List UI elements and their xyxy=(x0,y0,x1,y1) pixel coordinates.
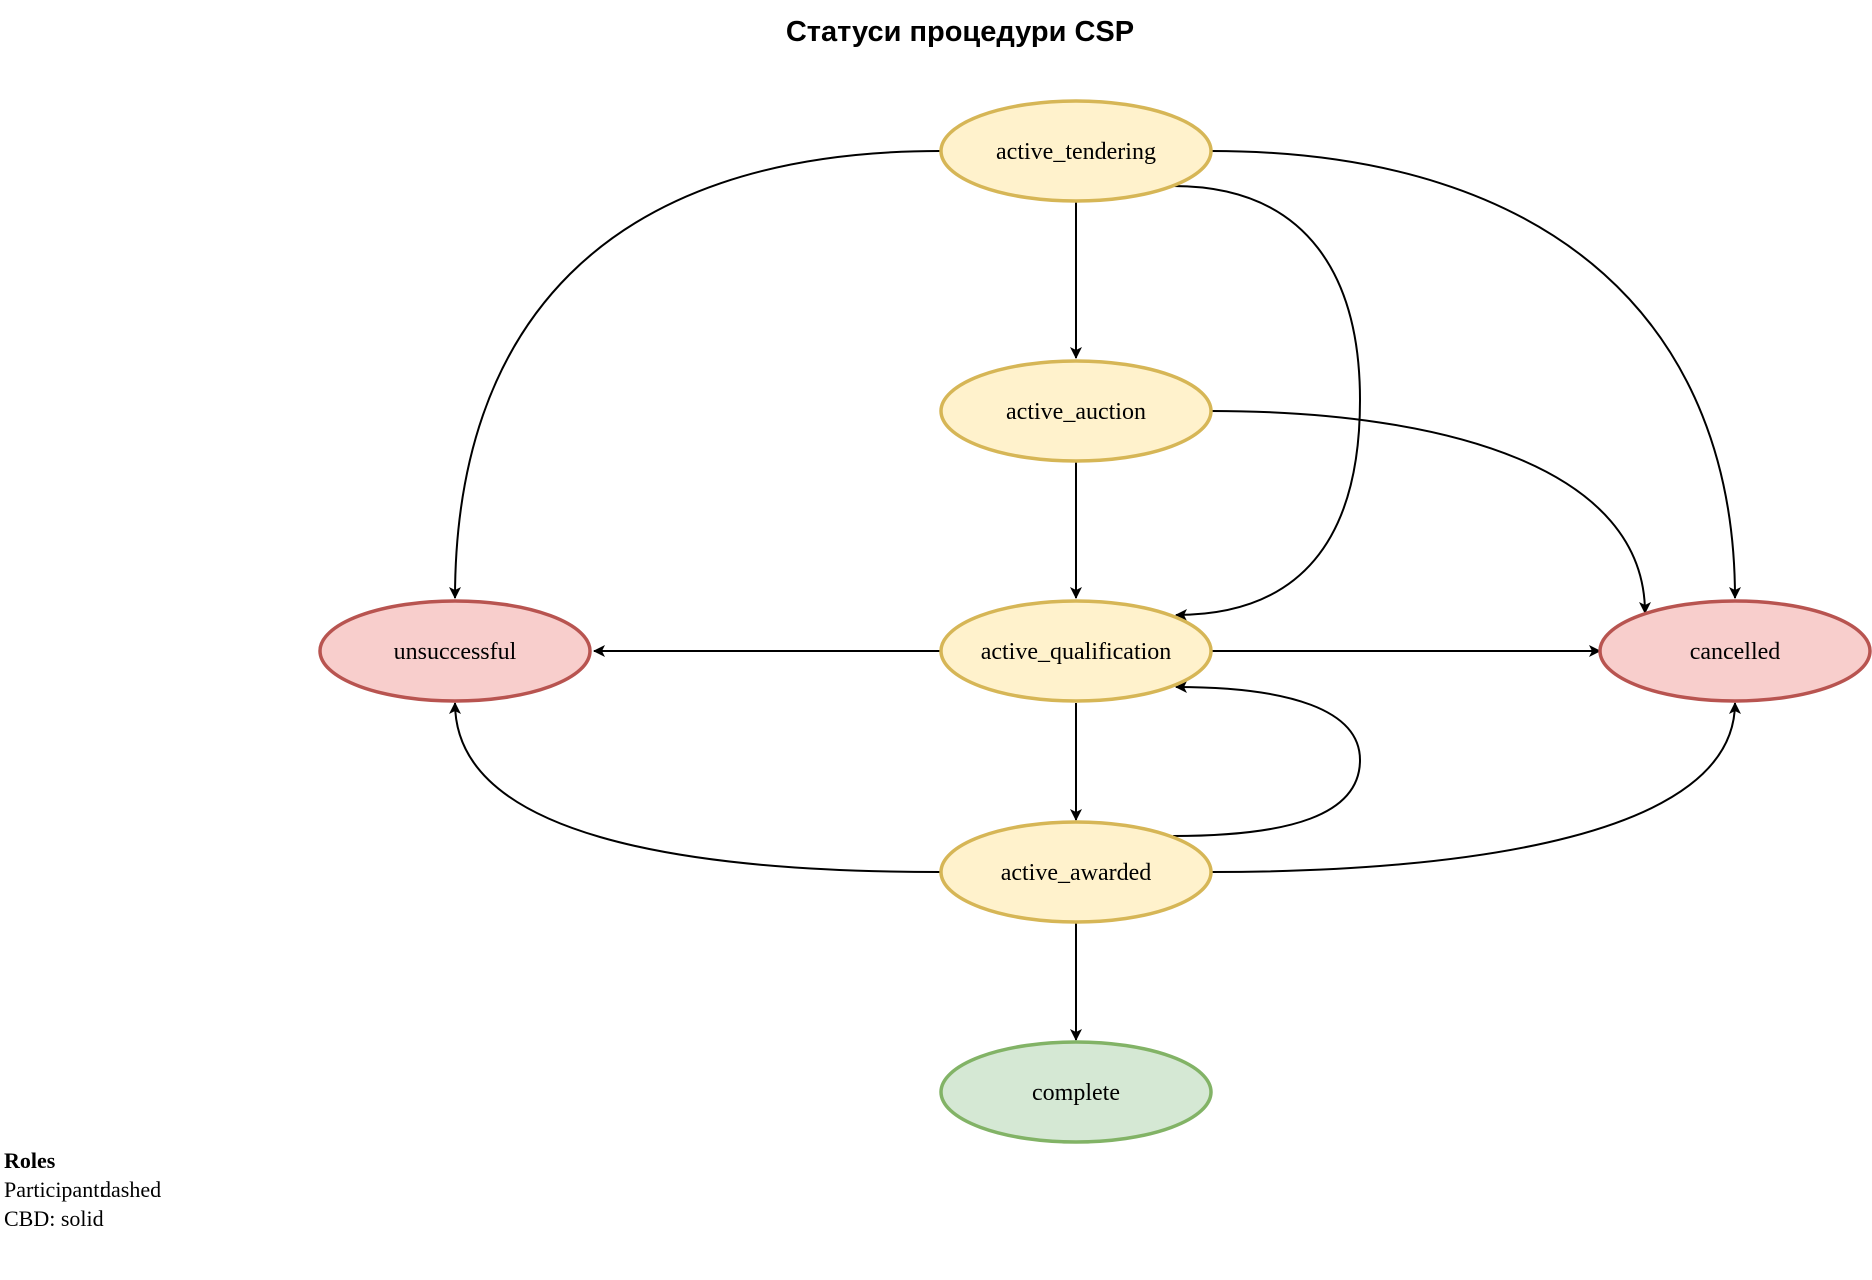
node-active-tendering[interactable]: active_tendering xyxy=(939,99,1213,203)
legend-participant-style: dashed xyxy=(100,1177,162,1202)
node-active-auction[interactable]: active_auction xyxy=(939,359,1213,463)
node-cancelled[interactable]: cancelled xyxy=(1598,599,1872,703)
legend-cbd: CBD: solid xyxy=(4,1206,104,1231)
node-complete-label: complete xyxy=(1032,1080,1120,1106)
node-active-tendering-shape xyxy=(939,99,1213,203)
node-active-qualification-label: active_qualification xyxy=(981,639,1172,665)
node-cancelled-shape xyxy=(1598,599,1872,703)
node-active-awarded-shape xyxy=(939,820,1213,924)
node-complete[interactable]: complete xyxy=(939,1040,1213,1144)
edge-awarded-to-unsuccessful xyxy=(449,702,941,873)
node-unsuccessful-shape xyxy=(318,599,592,703)
node-active-qualification-shape xyxy=(939,599,1213,703)
edge-awarded-to-qualification xyxy=(1172,681,1362,837)
edges xyxy=(449,150,1741,1041)
node-complete-shape xyxy=(939,1040,1213,1144)
legend-participant-row: Participant:dashed xyxy=(4,1175,161,1204)
node-active-awarded-label: active_awarded xyxy=(1001,860,1152,886)
edge-tendering-to-cancelled xyxy=(1210,150,1741,599)
node-cancelled-label: cancelled xyxy=(1690,639,1781,665)
node-active-auction-label: active_auction xyxy=(1006,399,1146,425)
node-active-tendering-label: active_tendering xyxy=(996,139,1156,165)
edge-awarded-to-cancelled xyxy=(1210,702,1741,873)
legend-heading: Roles xyxy=(4,1148,56,1173)
diagram-title: Статуси процедури CSP xyxy=(786,16,1134,48)
node-unsuccessful[interactable]: unsuccessful xyxy=(318,599,592,703)
node-active-awarded[interactable]: active_awarded xyxy=(939,820,1213,924)
node-active-auction-shape xyxy=(939,359,1213,463)
edge-tendering-to-qualification xyxy=(1172,185,1362,621)
roles-legend: Roles Participant:dashed CBD: solid xyxy=(4,1146,161,1233)
edge-tendering-to-unsuccessful xyxy=(449,150,941,599)
edge-auction-to-cancelled xyxy=(1210,410,1651,614)
legend-participant-label: Participant: xyxy=(4,1177,106,1202)
node-active-qualification[interactable]: active_qualification xyxy=(939,599,1213,703)
node-unsuccessful-label: unsuccessful xyxy=(394,639,517,665)
